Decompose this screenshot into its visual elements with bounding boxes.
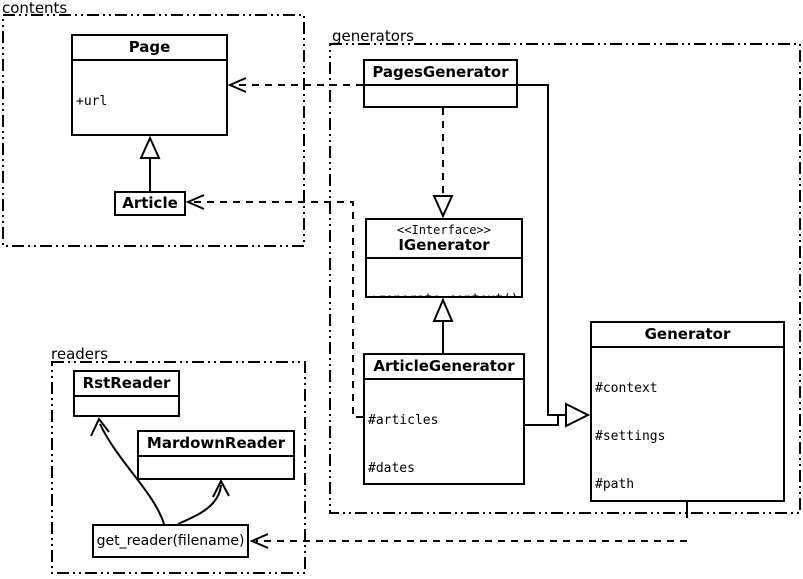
class-box-igenerator: <<Interface>> IGenerator +generate_conte… bbox=[365, 218, 523, 298]
generators-package-label: generators bbox=[332, 27, 414, 45]
class-attributes: #articles #dates #tags #categories bbox=[365, 378, 523, 483]
realization-arrowhead-igenerator bbox=[432, 195, 454, 219]
attribute-line: #context bbox=[595, 381, 658, 396]
attribute-line: #path bbox=[595, 477, 635, 492]
class-box-mardownreader: MardownReader +read() bbox=[137, 430, 295, 480]
attribute-line: +url bbox=[76, 94, 108, 109]
inheritance-arrowhead-igenerator bbox=[432, 297, 454, 322]
attribute-line: #settings bbox=[595, 429, 666, 444]
arrowhead-rstreader bbox=[90, 417, 110, 437]
class-title: <<Interface>> IGenerator bbox=[367, 220, 521, 257]
class-methods: +read() bbox=[75, 395, 178, 415]
function-label: get_reader(filename) bbox=[96, 532, 245, 549]
readers-package-border bbox=[51, 361, 306, 574]
dependency-arrowhead-getreader bbox=[249, 533, 269, 549]
edge-articlegenerator-article bbox=[193, 201, 363, 418]
edge-getreader-mardownreader bbox=[177, 484, 222, 525]
edge-articlegenerator-generator bbox=[525, 415, 559, 426]
class-title: ArticleGenerator bbox=[373, 357, 515, 375]
edge-getreader-rstreader bbox=[99, 423, 165, 525]
class-attributes: #context #settings #path #theme #output_… bbox=[592, 346, 783, 500]
inheritance-arrowhead-generator bbox=[565, 402, 591, 428]
class-title: Article bbox=[122, 194, 178, 212]
class-box-page: Page +url +slug +summary +check_properti… bbox=[71, 34, 228, 136]
class-attributes: #pages bbox=[365, 84, 516, 106]
class-title: Page bbox=[128, 38, 171, 56]
class-title: MardownReader bbox=[146, 434, 286, 452]
function-box-getreader: get_reader(filename) bbox=[92, 524, 249, 558]
class-methods: +generate_context() +generate_output() bbox=[367, 257, 521, 296]
method-line: +generate_context() bbox=[370, 292, 519, 296]
class-box-rstreader: RstReader +read() bbox=[73, 370, 180, 417]
class-box-articlegenerator: ArticleGenerator #articles #dates #tags … bbox=[363, 353, 525, 485]
class-title: Generator bbox=[644, 325, 731, 343]
class-box-generator: Generator #context #settings #path #them… bbox=[590, 321, 785, 502]
interface-stereotype: <<Interface>> bbox=[397, 223, 491, 237]
class-attributes: +url +slug +summary bbox=[73, 59, 226, 134]
edge-pagesgenerator-generator bbox=[518, 84, 566, 416]
attribute-line: #dates bbox=[368, 461, 415, 476]
dependency-arrowhead-page bbox=[227, 77, 247, 93]
class-name: IGenerator bbox=[398, 236, 490, 254]
class-box-pagesgenerator: PagesGenerator #pages bbox=[363, 59, 518, 108]
inheritance-arrowhead-page bbox=[139, 135, 161, 159]
class-methods: +read() bbox=[139, 455, 293, 478]
readers-package-label: readers bbox=[51, 345, 108, 363]
contents-package-label: contents bbox=[2, 0, 68, 17]
dependency-arrowhead-article bbox=[185, 194, 205, 210]
class-title: PagesGenerator bbox=[372, 63, 509, 81]
contents-package-border bbox=[2, 14, 305, 247]
class-box-article: Article bbox=[114, 191, 186, 216]
arrowhead-mardownreader bbox=[212, 478, 230, 498]
generators-package-border bbox=[329, 43, 801, 514]
attribute-line: #articles bbox=[368, 413, 439, 428]
class-title: RstReader bbox=[82, 374, 171, 392]
